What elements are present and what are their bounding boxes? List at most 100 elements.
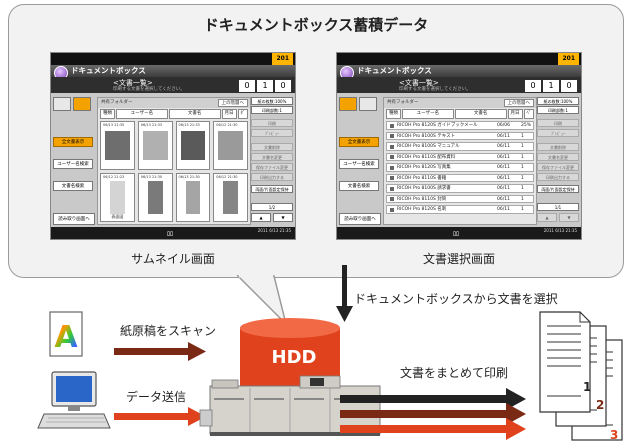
up-level-button[interactable]: 上の階層へ [503, 99, 534, 107]
page-number-1: 1 [583, 380, 592, 394]
sort-name[interactable]: 文書名 [454, 109, 507, 119]
list-view-icon[interactable] [53, 97, 71, 111]
thumbnail-caption: サムネイル画面 [131, 252, 215, 266]
folder-path: 共有フォルダー上の階層へ [384, 98, 536, 108]
thumbnail-view-icon[interactable] [73, 97, 91, 111]
print-label: 文書をまとめて印刷 [400, 366, 509, 380]
status-indicator: ﾛﾛ [453, 231, 460, 238]
list-title: <文書一覧> [399, 79, 439, 87]
clock: 2011 6/13 21:35 [257, 228, 291, 233]
print-arrow-3-shaft [340, 425, 508, 433]
sort-name[interactable]: 文書名 [168, 109, 221, 119]
folder-path: 共有フォルダー上の階層へ [98, 98, 250, 108]
screen-number: 201 [558, 53, 579, 65]
instruction-note: 印刷する文書を選択してください。 [113, 87, 185, 92]
sort-user[interactable]: ユーザー名 [402, 109, 454, 119]
page-indicator: 1/1 [537, 203, 579, 211]
next-page-button[interactable]: ▼ [273, 213, 293, 222]
prev-page-button[interactable]: ▲ [251, 213, 271, 222]
sort-bar: 種類 ユーザー名 文書名 月日 ﾀﾞ [98, 109, 250, 119]
send-arrow-head [188, 407, 206, 426]
scan-screen-button[interactable]: 読み取り画面へ [339, 213, 381, 225]
list-title: <文書一覧> [113, 79, 153, 87]
right-panel: 紙の枚数:100% 印刷部数:1 印刷 ﾌﾟﾚﾋﾞｭｰ 文書削除 文書名変更 保… [537, 97, 579, 225]
thumbnail-item[interactable]: 06/13 21:33 [175, 121, 211, 170]
sort-date[interactable]: 月日 [507, 109, 523, 119]
svg-text:A: A [54, 320, 78, 355]
computer-icon [37, 371, 111, 429]
up-level-button[interactable]: 上の階層へ [217, 99, 248, 107]
send-label: データ送信 [126, 390, 187, 404]
sort-more[interactable]: ﾀﾞ [237, 109, 248, 119]
right-panel: 紙の枚数:100% 印刷部数:1 印刷 ﾌﾟﾚﾋﾞｭｰ 文書削除 文書名変更 保… [251, 97, 293, 225]
sort-bar: 種類 ユーザー名 文書名 月日 ﾍﾟ [384, 109, 536, 119]
thumbnail-item[interactable]: 06/13 21:35 [100, 121, 135, 170]
page-number-3: 3 [610, 428, 619, 442]
thumbnail-item[interactable]: 06/13 21:30 [137, 173, 173, 222]
sort-type[interactable]: 種類 [100, 109, 115, 119]
user-search-button[interactable]: ユーザー名検索 [339, 159, 379, 169]
instruction-note: 印刷する文書を選択してください。 [399, 87, 471, 92]
diagram-title: ドキュメントボックス蓄積データ [203, 16, 429, 34]
page-number-2: 2 [596, 398, 605, 412]
thumbnail-view-icon[interactable] [359, 97, 377, 111]
send-arrow-shaft [114, 413, 190, 420]
thumbnail-item[interactable]: 06/13 21:30 [175, 173, 211, 222]
app-name: ドキュメントボックス [71, 66, 146, 75]
copy-counter: 0 1 0 [525, 80, 577, 92]
sort-type[interactable]: 種類 [386, 109, 401, 119]
thumbnail-screen: 201 ドキュメントボックス <文書一覧> 印刷する文書を選択してください。 0… [50, 52, 296, 240]
all-documents-button[interactable]: 全文書表示 [53, 137, 93, 147]
scan-arrow-shaft [114, 348, 190, 355]
print-arrow-2-shaft [340, 410, 508, 418]
document-select-screen: 201 ドキュメントボックス <文書一覧> 印刷する文書を選択してください。 0… [336, 52, 582, 240]
scan-document-icon: A [49, 311, 83, 357]
name-search-button[interactable]: 文書名検索 [339, 181, 379, 191]
sort-pages[interactable]: ﾍﾟ [523, 109, 534, 119]
app-name: ドキュメントボックス [357, 66, 432, 75]
status-indicator: ﾛﾛ [167, 231, 174, 238]
prev-page-button[interactable]: ▲ [537, 213, 557, 222]
thumbnail-item[interactable]: 06/12 21:30 [213, 173, 248, 222]
thumbnail-grid: 06/13 21:35 06/13 21:33 06/13 21:33 06/1… [100, 121, 248, 222]
screen-number: 201 [272, 53, 293, 65]
document-caption: 文書選択画面 [422, 252, 495, 266]
scan-arrow-head [188, 342, 206, 361]
select-label: ドキュメントボックスから文書を選択 [354, 292, 558, 306]
user-search-button[interactable]: ユーザー名検索 [53, 159, 93, 169]
select-arrow-head [336, 306, 353, 322]
print-arrow-3-head [506, 418, 526, 440]
hdd-label: HDD [271, 347, 317, 368]
page-indicator: 1/2 [251, 203, 293, 211]
clock: 2011 6/13 21:35 [543, 228, 577, 233]
scan-screen-button[interactable]: 読み取り画面へ [53, 213, 95, 225]
sort-user[interactable]: ユーザー名 [116, 109, 168, 119]
thumbnail-item[interactable]: 06/12 21:30 [213, 121, 248, 170]
list-view-icon[interactable] [339, 97, 357, 111]
print-arrow-2-head [506, 403, 526, 425]
thumbnail-item[interactable]: 06/13 21:33 [137, 121, 173, 170]
next-page-button[interactable]: ▼ [559, 213, 579, 222]
sort-date[interactable]: 月日 [221, 109, 237, 119]
print-arrow-1-head [506, 388, 526, 410]
copy-counter: 0 1 0 [239, 80, 291, 92]
name-search-button[interactable]: 文書名検索 [53, 181, 93, 191]
output-page-1 [539, 311, 591, 413]
scan-label: 紙原稿をスキャン [120, 324, 217, 338]
select-arrow-shaft [342, 265, 347, 309]
print-arrow-1-shaft [340, 395, 508, 403]
all-documents-button[interactable]: 全文書表示 [339, 137, 379, 147]
